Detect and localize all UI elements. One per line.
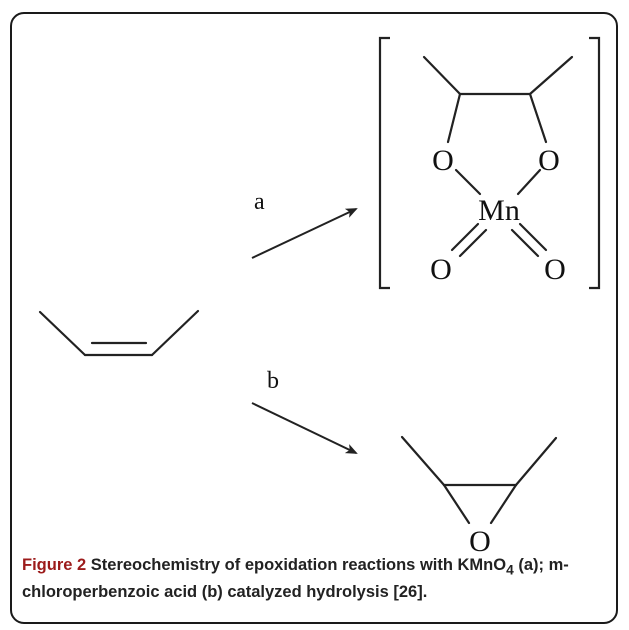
methyl-bond-left bbox=[422, 55, 462, 96]
o-mn-bond-left bbox=[454, 168, 482, 196]
epoxide-methyl-left bbox=[400, 435, 446, 487]
mn-oxo-double-right-1 bbox=[518, 222, 548, 252]
mn-oxo-double-right-2 bbox=[510, 228, 540, 258]
figure-label: Figure 2 bbox=[22, 556, 87, 574]
c-o-bond-right bbox=[528, 92, 548, 144]
atom-o-ring-left: O bbox=[432, 144, 454, 177]
atom-o-oxo-left: O bbox=[430, 253, 452, 286]
methyl-bond-right bbox=[528, 55, 574, 96]
caption-text-part1: Stereochemistry of epoxidation reactions… bbox=[86, 556, 507, 574]
caption-subscript: 4 bbox=[506, 562, 514, 578]
mn-oxo-double-left-2 bbox=[458, 228, 488, 258]
cis-butene bbox=[38, 309, 200, 357]
arrow-a-label: a bbox=[254, 189, 265, 215]
butene-bond-left bbox=[38, 310, 87, 357]
arrow-a bbox=[251, 208, 358, 259]
caption-text-part2: (a); m-chloroperbenzoic acid (b) catalyz… bbox=[22, 556, 569, 602]
arrow-b-label: b bbox=[267, 368, 279, 394]
o-mn-bond-right bbox=[516, 168, 542, 196]
atom-o-oxo-right: O bbox=[544, 253, 566, 286]
bracket-left bbox=[378, 36, 390, 290]
figure-caption: Figure 2 Stereochemistry of epoxidation … bbox=[22, 554, 612, 604]
epoxide-co-right bbox=[489, 483, 518, 525]
c-o-bond-left bbox=[446, 92, 462, 144]
bracket-right bbox=[589, 36, 601, 290]
manganate-ester: O O Mn O O bbox=[378, 36, 601, 290]
mn-oxo-double-left-1 bbox=[450, 222, 480, 252]
arrow-b bbox=[251, 402, 358, 454]
figure-frame bbox=[10, 12, 618, 624]
atom-o-ring-right: O bbox=[538, 144, 560, 177]
atom-o-epoxide: O bbox=[469, 525, 491, 558]
epoxide: O bbox=[400, 435, 558, 558]
butene-bond-right bbox=[150, 309, 200, 357]
atom-mn: Mn bbox=[478, 194, 520, 227]
epoxide-methyl-right bbox=[514, 436, 558, 487]
epoxide-co-left bbox=[442, 483, 471, 525]
